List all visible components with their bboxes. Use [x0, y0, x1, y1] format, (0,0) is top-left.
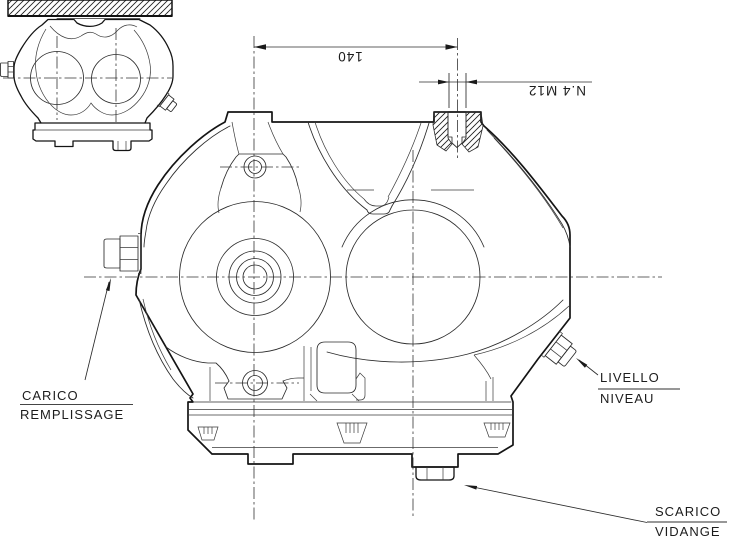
dimension-m12 — [419, 73, 592, 108]
fill-plug — [103, 233, 142, 274]
ceiling-hatch — [7, 0, 173, 17]
level-plug — [540, 330, 577, 367]
fill-label-underline — [20, 404, 133, 406]
tapped-holes-note: N.4 M12 — [527, 83, 587, 98]
drain-label-it: SCARICO — [655, 504, 722, 519]
level-label-fr: NIVEAU — [600, 391, 655, 406]
level-label-it: LIVELLO — [600, 370, 660, 385]
side-view-fill-plug — [0, 61, 14, 79]
leader-fill — [84, 278, 111, 381]
top-rib — [307, 121, 474, 215]
lower-right-contours — [326, 299, 570, 401]
housing-outline — [135, 111, 571, 468]
side-view-level-plug — [156, 91, 178, 112]
side-view-base — [32, 122, 153, 152]
lower-boss — [165, 346, 304, 401]
base — [188, 401, 513, 448]
drain-label-fr: VIDANGE — [655, 524, 721, 539]
dimension-140-text: 140 — [337, 49, 363, 64]
dimension-140 — [254, 44, 458, 50]
fill-label-fr: REMPLISSAGE — [20, 407, 125, 422]
drain-label-underline — [647, 520, 727, 523]
drain-plug — [415, 466, 455, 481]
upper-boss — [217, 121, 302, 214]
main-view — [84, 36, 662, 520]
tapped-hole-boss — [432, 111, 484, 153]
side-view-housing-outline — [13, 18, 174, 124]
level-label-underline — [598, 387, 680, 390]
fill-label-it: CARICO — [22, 388, 79, 403]
inspection-window — [303, 341, 366, 402]
leader-drain — [464, 485, 648, 523]
leader-level — [576, 358, 599, 376]
side-view — [0, 0, 178, 152]
